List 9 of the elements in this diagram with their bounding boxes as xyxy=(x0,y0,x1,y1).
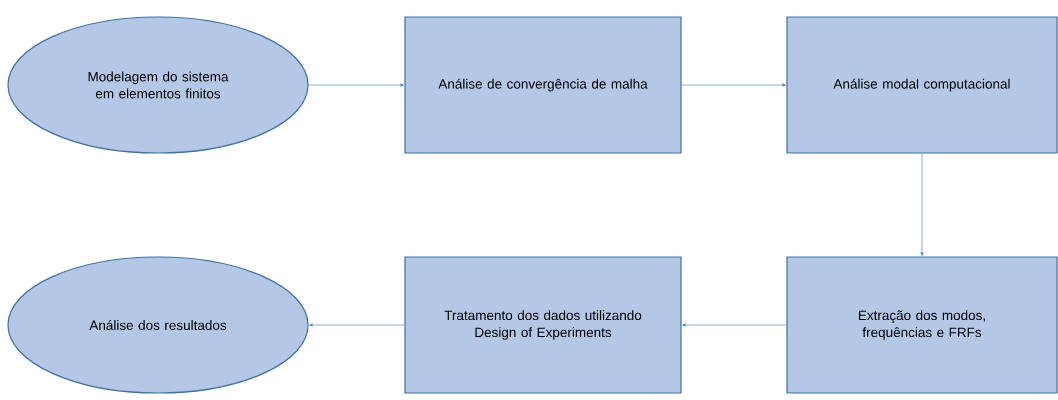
arrow xyxy=(681,83,786,87)
process-box: Análise modal computacional xyxy=(786,16,1058,154)
arrow xyxy=(682,323,787,327)
process-box: Análise de convergência de malha xyxy=(404,16,682,154)
process-box: Tratamento dos dados utilizando Design of Experiments xyxy=(404,256,682,394)
arrow xyxy=(308,83,404,87)
arrow xyxy=(309,323,405,327)
process-box: Extração dos modos, frequências e FRFs xyxy=(786,256,1058,394)
arrow xyxy=(920,153,924,256)
